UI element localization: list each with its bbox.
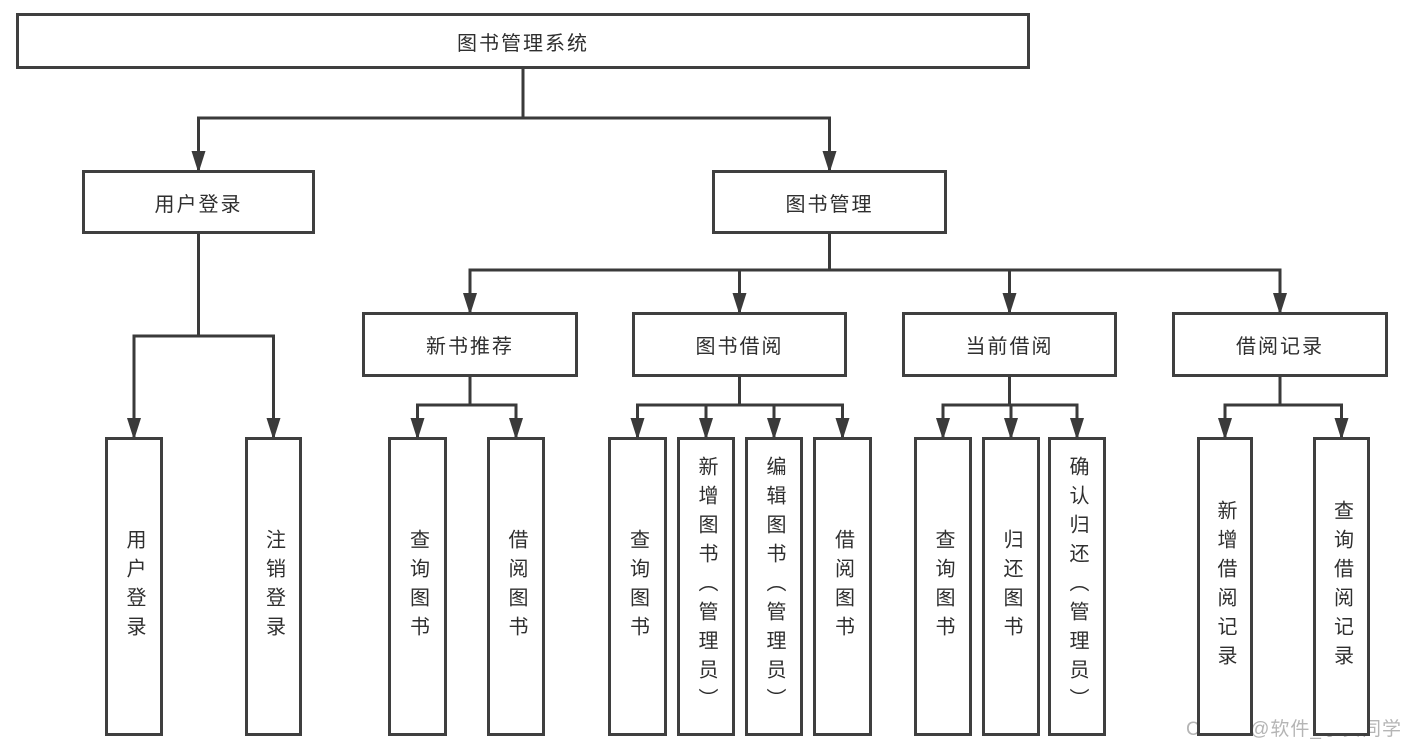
node-root: 图书管理系统 [16, 13, 1030, 69]
node-bb-add-book-admin: 新增图书（管理员） [677, 437, 735, 736]
arrowhead-down [699, 418, 713, 440]
arrowhead-down [835, 418, 850, 440]
node-cb-return-book: 归还图书 [982, 437, 1040, 736]
node-book-mgmt: 图书管理 [712, 170, 947, 234]
arrowhead-down [630, 418, 645, 440]
arrowhead-down [1070, 418, 1084, 440]
node-leaf-user-login: 用户登录 [105, 437, 163, 736]
node-label: 新书推荐 [426, 336, 514, 358]
node-label: 新增图书（管理员） [695, 456, 717, 717]
node-leaf-logout: 注销登录 [245, 437, 302, 736]
node-cb-confirm-return-admin: 确认归还（管理员） [1048, 437, 1106, 736]
node-label: 图书管理系统 [457, 32, 589, 55]
node-label: 借阅图书 [831, 528, 854, 645]
arrowhead-down [1273, 293, 1287, 315]
node-label: 新增借阅记录 [1214, 499, 1236, 674]
node-label: 归还图书 [1000, 528, 1022, 645]
node-book-borrow: 图书借阅 [632, 312, 847, 377]
node-bb-borrow-book: 借阅图书 [813, 437, 872, 736]
node-label: 图书管理 [785, 193, 874, 216]
node-label: 编辑图书（管理员） [763, 456, 785, 717]
node-label: 当前借阅 [965, 336, 1054, 358]
node-label: 用户登录 [123, 528, 145, 645]
node-bb-search-book: 查询图书 [608, 437, 667, 736]
node-label: 查询借阅记录 [1330, 499, 1353, 674]
arrowhead-down [410, 418, 425, 440]
node-bb-edit-book-admin: 编辑图书（管理员） [745, 437, 803, 736]
arrowhead-down [509, 418, 523, 440]
node-label: 查询图书 [932, 528, 954, 645]
arrowhead-down [127, 418, 141, 440]
arrowhead-down [767, 418, 781, 440]
node-label: 确认归还（管理员） [1066, 456, 1088, 717]
node-br-search-record: 查询借阅记录 [1313, 437, 1370, 736]
node-borrow-records: 借阅记录 [1172, 312, 1388, 377]
arrowhead-down [1334, 418, 1349, 440]
arrowhead-down [936, 418, 950, 440]
node-label: 查询图书 [406, 528, 429, 645]
arrowhead-down [266, 418, 281, 440]
node-label: 图书借阅 [695, 336, 784, 358]
node-rec-borrow-book: 借阅图书 [487, 437, 545, 736]
node-cb-search-book: 查询图书 [914, 437, 972, 736]
node-label: 用户登录 [154, 193, 243, 216]
node-label: 注销登录 [262, 528, 285, 645]
node-label: 借阅图书 [505, 528, 527, 645]
node-user-login: 用户登录 [82, 170, 315, 234]
node-label: 借阅记录 [1236, 336, 1324, 358]
node-rec-search-book: 查询图书 [388, 437, 447, 736]
node-new-book-rec: 新书推荐 [362, 312, 578, 377]
node-label: 查询图书 [626, 528, 649, 645]
arrowhead-down [822, 151, 837, 173]
arrowhead-down [191, 151, 206, 173]
arrowhead-down [1004, 418, 1018, 440]
arrowhead-down [1002, 293, 1017, 315]
arrowhead-down [463, 293, 477, 315]
node-br-add-record: 新增借阅记录 [1197, 437, 1253, 736]
arrowhead-down [732, 293, 747, 315]
node-current-borrow: 当前借阅 [902, 312, 1117, 377]
arrowhead-down [1218, 418, 1232, 440]
